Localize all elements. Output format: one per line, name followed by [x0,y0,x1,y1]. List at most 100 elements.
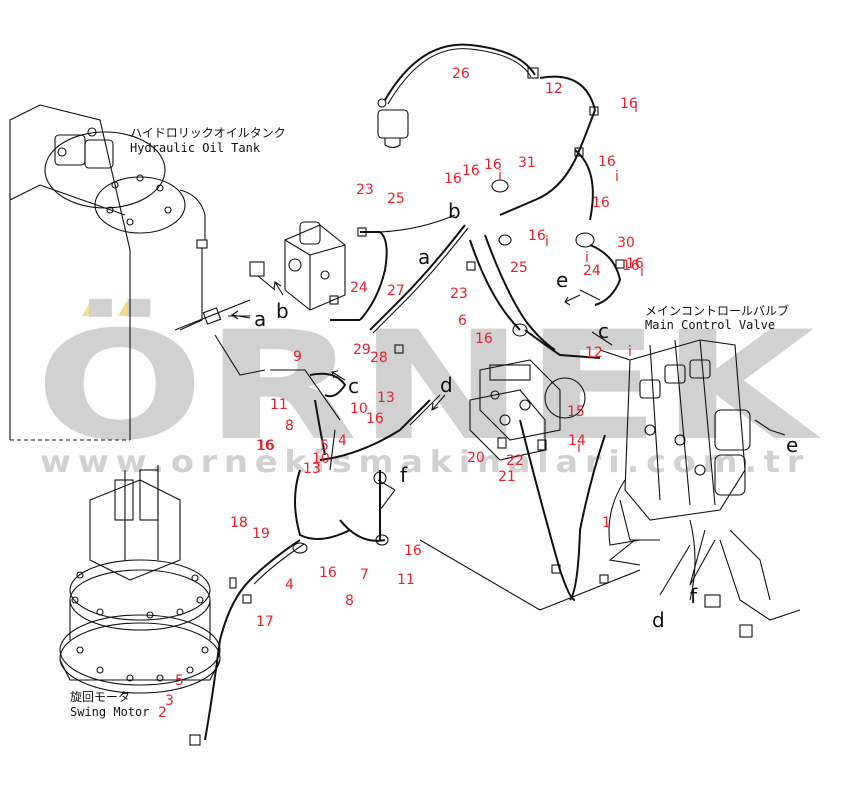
part-number-20: 20 [467,450,485,466]
component-label-valve-en: Main Control Valve [645,318,775,332]
connection-letter-a: a [418,245,430,269]
watermark-dot-right [118,302,144,316]
part-number-31: 31 [518,155,536,171]
part-number-11: 11 [397,572,415,588]
part-number-10: 10 [350,401,368,417]
part-number-22: 22 [506,453,524,469]
hydraulic-oil-tank [9,104,208,441]
component-label-valve-jp: メインコントロールバルブ [645,303,789,318]
part-number-24: 24 [583,263,601,279]
part-number-16: 16 [366,411,384,427]
connection-letter-a: a [254,307,266,331]
component-label-motor-en: Swing Motor [70,705,149,719]
part-number-13: 13 [303,461,321,477]
part-number-18: 18 [230,515,248,531]
part-number-28: 28 [370,350,388,366]
watermark-url: www.ornekismakinalari.com.tr [40,445,810,480]
part-number-25: 25 [510,260,528,276]
part-number-16: 16 [404,543,422,559]
part-number-19: 19 [252,526,270,542]
pressure-sensor-icon [377,98,409,149]
part-number-4: 4 [285,577,294,593]
connection-letter-f: f [690,584,698,608]
subscript-marker: i [634,100,638,116]
part-number-29: 29 [353,342,371,358]
part-number-16: 16 [257,438,275,454]
component-label-tank-en: Hydraulic Oil Tank [130,141,261,155]
part-number-24: 24 [350,280,368,296]
part-number-5: 5 [320,438,329,454]
part-number-16: 16 [462,163,480,179]
part-number-9: 9 [293,349,302,365]
part-number-16: 16 [256,438,274,454]
part-number-8: 8 [345,593,354,609]
part-number-12: 12 [545,81,563,97]
elbow-fitting-icon [189,67,625,746]
connection-letter-b: b [276,299,289,323]
subscript-marker: i [577,440,581,456]
part-number-13: 13 [377,390,395,406]
hoses [124,43,801,741]
part-number-16: 16 [598,154,616,170]
connection-letter-e: e [556,268,568,292]
part-number-16: 16 [319,565,337,581]
part-number-16: 16 [475,331,493,347]
connection-letter-c: c [348,374,359,398]
part-number-3: 3 [165,693,174,709]
watermark-brand: ÖRNEK [35,298,821,474]
hose-clamp-icon [292,179,595,554]
main-control-valve [608,339,753,638]
part-number-14: 14 [568,433,586,449]
part-number-12: 12 [585,345,603,361]
subscript-marker: i [628,344,632,360]
part-number-27: 27 [387,283,405,299]
part-number-10: 10 [312,451,330,467]
part-number-5: 5 [175,673,184,689]
part-number-25: 25 [387,191,405,207]
connection-letter-d: d [440,373,453,397]
subscript-marker: i [545,234,549,250]
component-label-tank-jp: ハイドロリックオイルタンク [130,126,286,140]
subscript-marker: i [640,264,644,280]
part-number-8: 8 [285,418,294,434]
part-number-15: 15 [567,404,585,420]
part-number-4: 4 [338,433,347,449]
swing-motor [59,469,221,694]
connection-letter-e: e [786,433,798,457]
part-number-30: 30 [617,235,635,251]
part-number-23: 23 [356,182,374,198]
component-label-motor-jp: 旋回モータ [70,690,130,704]
part-number-16: 16 [444,171,462,187]
part-number-1: 1 [602,515,611,531]
part-number-16: 16 [592,195,610,211]
part-number-16: 16 [620,96,638,112]
subscript-marker: i [615,169,619,185]
part-number-7: 7 [360,567,369,583]
watermark-dot-left [82,302,108,316]
part-number-17: 17 [256,614,274,630]
part-number-16: 16 [484,157,502,173]
part-number-16: 16 [622,258,640,274]
watermark: ÖRNEK www.ornekismakinalari.com.tr [35,298,821,480]
part-number-11: 11 [270,397,288,413]
part-number-23: 23 [450,286,468,302]
connection-letter-d: d [652,608,665,632]
subscript-marker: i [585,250,589,266]
part-number-2: 2 [158,705,167,721]
part-number-6: 6 [458,313,467,329]
connection-letter-c: c [598,319,609,343]
connection-letter-f: f [400,463,408,487]
part-number-21: 21 [498,469,516,485]
part-number-16: 16 [528,228,546,244]
connection-letter-b: b [448,199,461,223]
connection-arrows [231,281,786,596]
part-number-26: 26 [452,66,470,82]
part-number-16: 16 [626,256,644,272]
solenoid-valve-icon [284,221,346,311]
